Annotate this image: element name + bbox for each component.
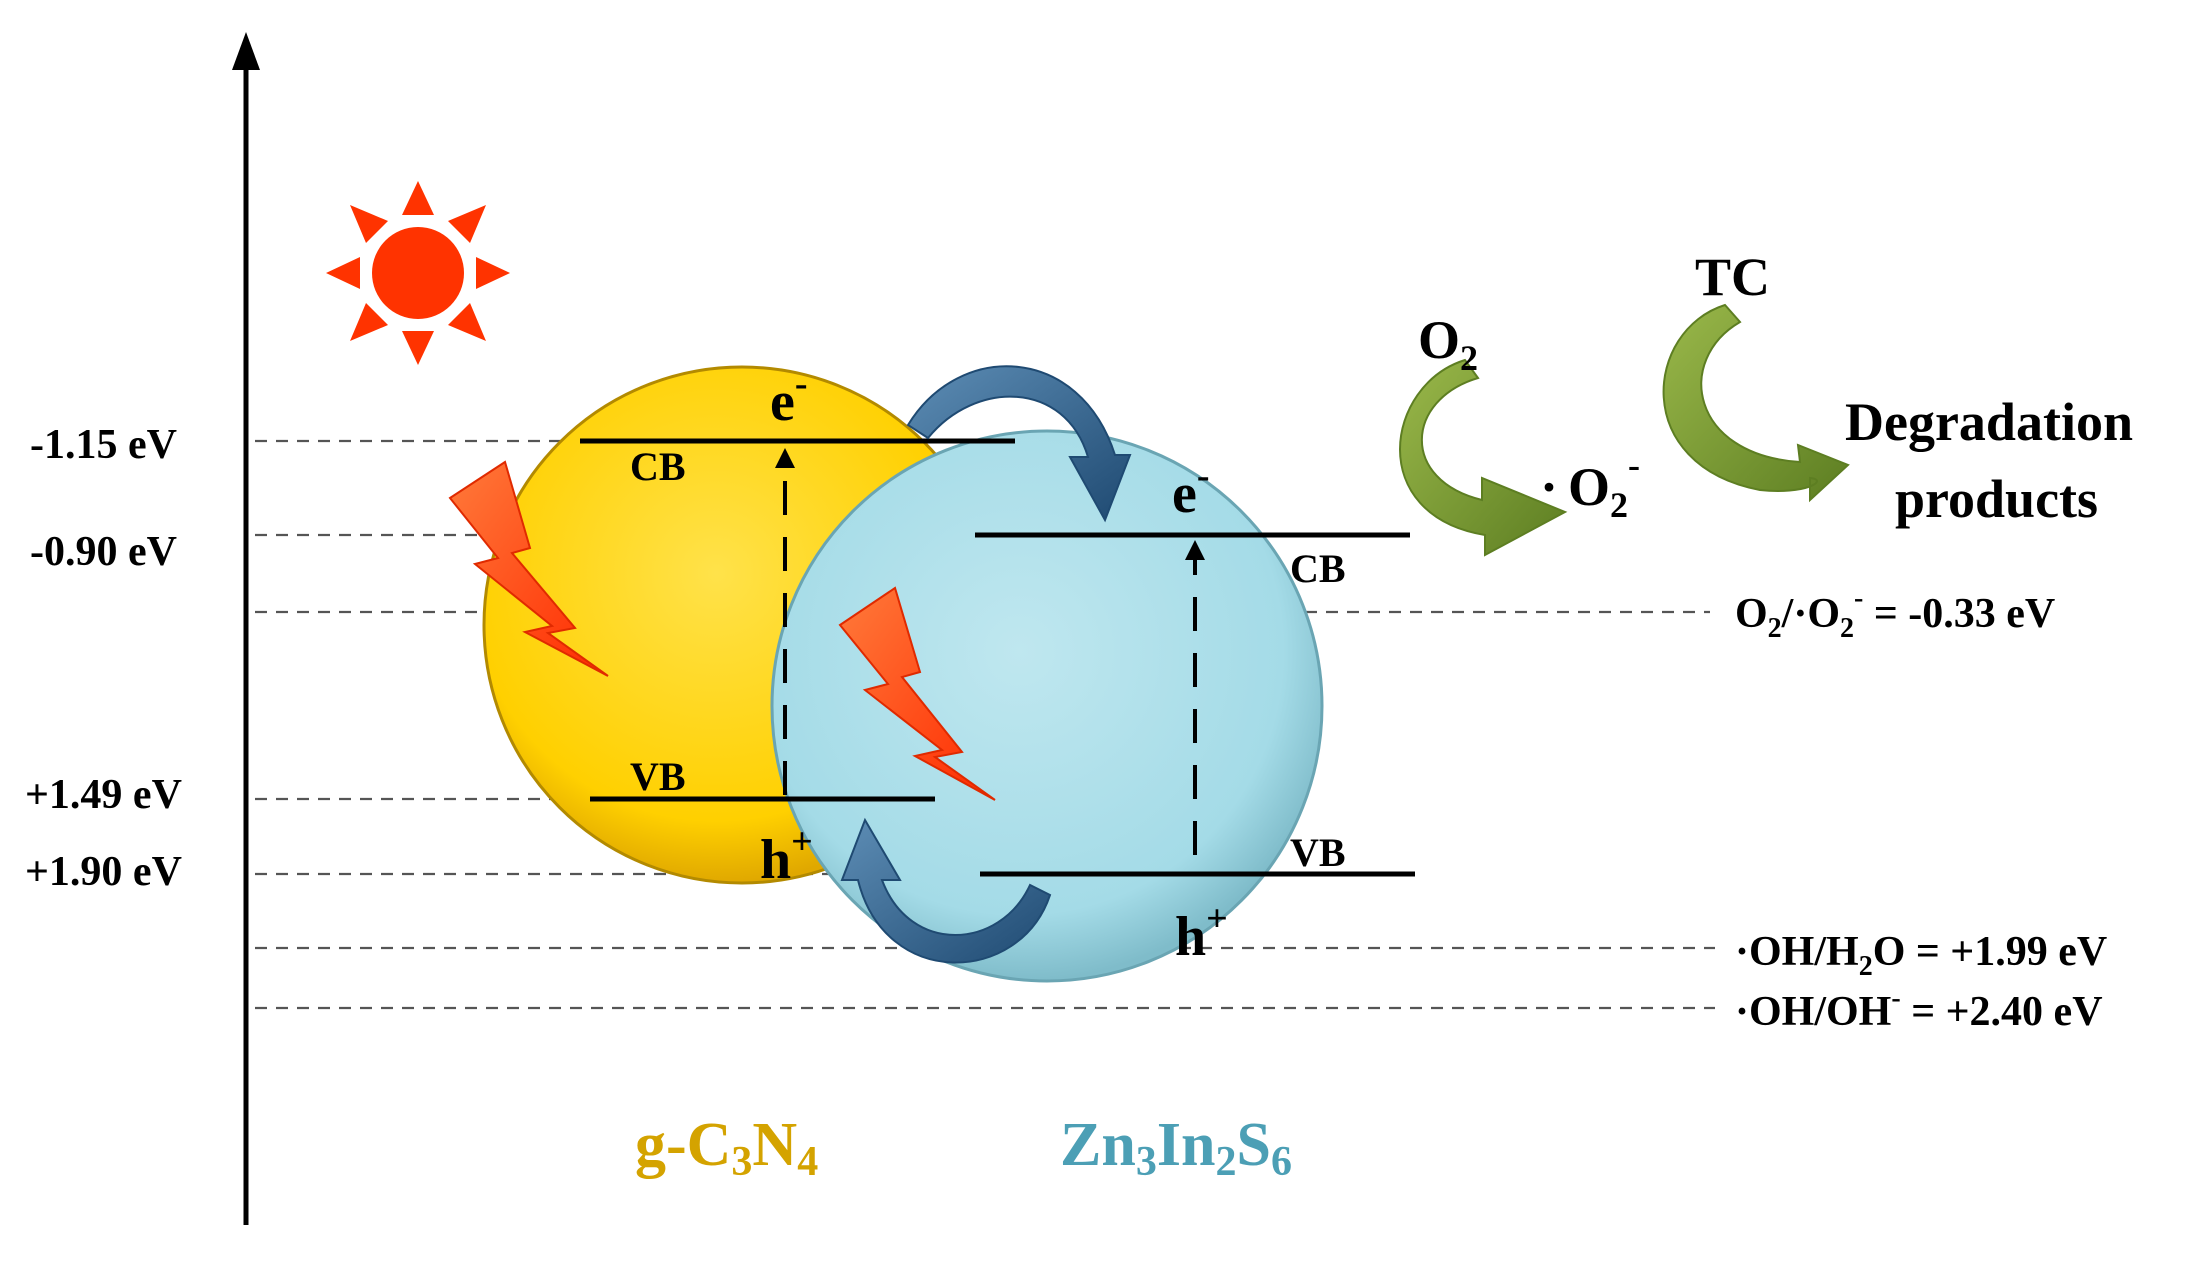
o2-label: O2 <box>1418 310 1478 378</box>
oh-oh-potential: ·OH/OH- = +2.40 eV <box>1735 983 2103 1035</box>
electron-transfer-arrow <box>906 365 1132 523</box>
oh-h2o-potential: ·OH/H2O = +1.99 eV <box>1735 929 2107 982</box>
superoxide-label: ·O2- <box>1540 445 1640 525</box>
cb-label-zis: CB <box>1290 546 1346 591</box>
energy-label-cb-zis: -0.90 eV <box>30 529 177 575</box>
energy-label-cb-gcn: -1.15 eV <box>30 422 177 468</box>
vb-label-zis: VB <box>1290 830 1346 875</box>
lightning-icon <box>448 460 609 677</box>
products-label-line2: products <box>1895 469 2098 529</box>
o2-superoxide-potential: O2/·O2- = -0.33 eV <box>1735 583 2055 644</box>
hole-label-gcn: h+ <box>760 821 813 891</box>
zis-material-label: Zn3In2S6 <box>1060 1111 1292 1185</box>
tc-degradation-arrow <box>1662 303 1850 503</box>
lightning-icon <box>838 586 996 801</box>
vb-label-gcn: VB <box>630 754 686 799</box>
electron-label-zis: e- <box>1172 455 1210 525</box>
hole-transfer-arrow <box>840 817 1052 964</box>
products-label-line1: Degradation <box>1845 392 2133 452</box>
zis-particle <box>770 429 1324 983</box>
cb-label-gcn: CB <box>630 444 686 489</box>
electron-label-gcn: e- <box>770 363 808 433</box>
o2-reduction-arrow <box>1399 358 1568 557</box>
energy-label-vb-zis: +1.90 eV <box>25 849 182 895</box>
hole-label-zis: h+ <box>1175 898 1228 968</box>
gcn-material-label: g-C3N4 <box>635 1111 818 1185</box>
energy-axis-arrowhead <box>232 32 260 70</box>
energy-label-vb-gcn: +1.49 eV <box>25 772 182 818</box>
sun-icon <box>326 181 510 365</box>
tc-label: TC <box>1695 247 1770 307</box>
